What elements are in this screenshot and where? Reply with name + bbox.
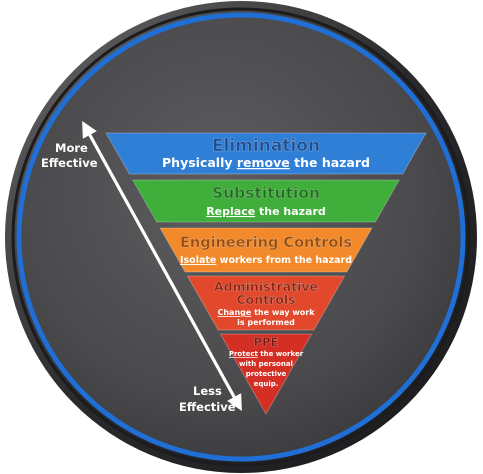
badge-inner-edge bbox=[11, 7, 471, 467]
level-3-description-line1: Isolate workers from the hazard bbox=[180, 255, 352, 266]
effectiveness-arrow bbox=[82, 120, 242, 412]
level-5-description-line3: protective bbox=[246, 370, 287, 378]
pyramid-band-5 bbox=[219, 333, 313, 416]
level-2-title: Substitution bbox=[212, 184, 320, 202]
level-4-title-line2: Controls bbox=[236, 292, 295, 307]
badge-blue-ring bbox=[16, 12, 466, 462]
level-1-description-line1: Physically remove the hazard bbox=[162, 155, 370, 170]
level-2-description-line1: Replace the hazard bbox=[206, 205, 326, 218]
less-effective-label-line2: Effective bbox=[179, 400, 236, 414]
level-1-title: Elimination bbox=[212, 136, 320, 156]
less-effective-label-line1: Less bbox=[193, 384, 222, 398]
level-5-description-line2: with personal bbox=[239, 360, 293, 368]
level-4-description-line2: is performed bbox=[237, 318, 295, 327]
level-5-description-line4: equip. bbox=[254, 380, 279, 388]
level-4-description-line1: Change the way work bbox=[217, 308, 315, 317]
more-effective-label-line2: Effective bbox=[41, 156, 98, 170]
level-5-title: PPE bbox=[254, 335, 279, 349]
level-3-title: Engineering Controls bbox=[180, 235, 352, 251]
more-effective-label-line1: More bbox=[55, 141, 88, 155]
level-5-description-line1: Protect the worker bbox=[229, 350, 304, 358]
